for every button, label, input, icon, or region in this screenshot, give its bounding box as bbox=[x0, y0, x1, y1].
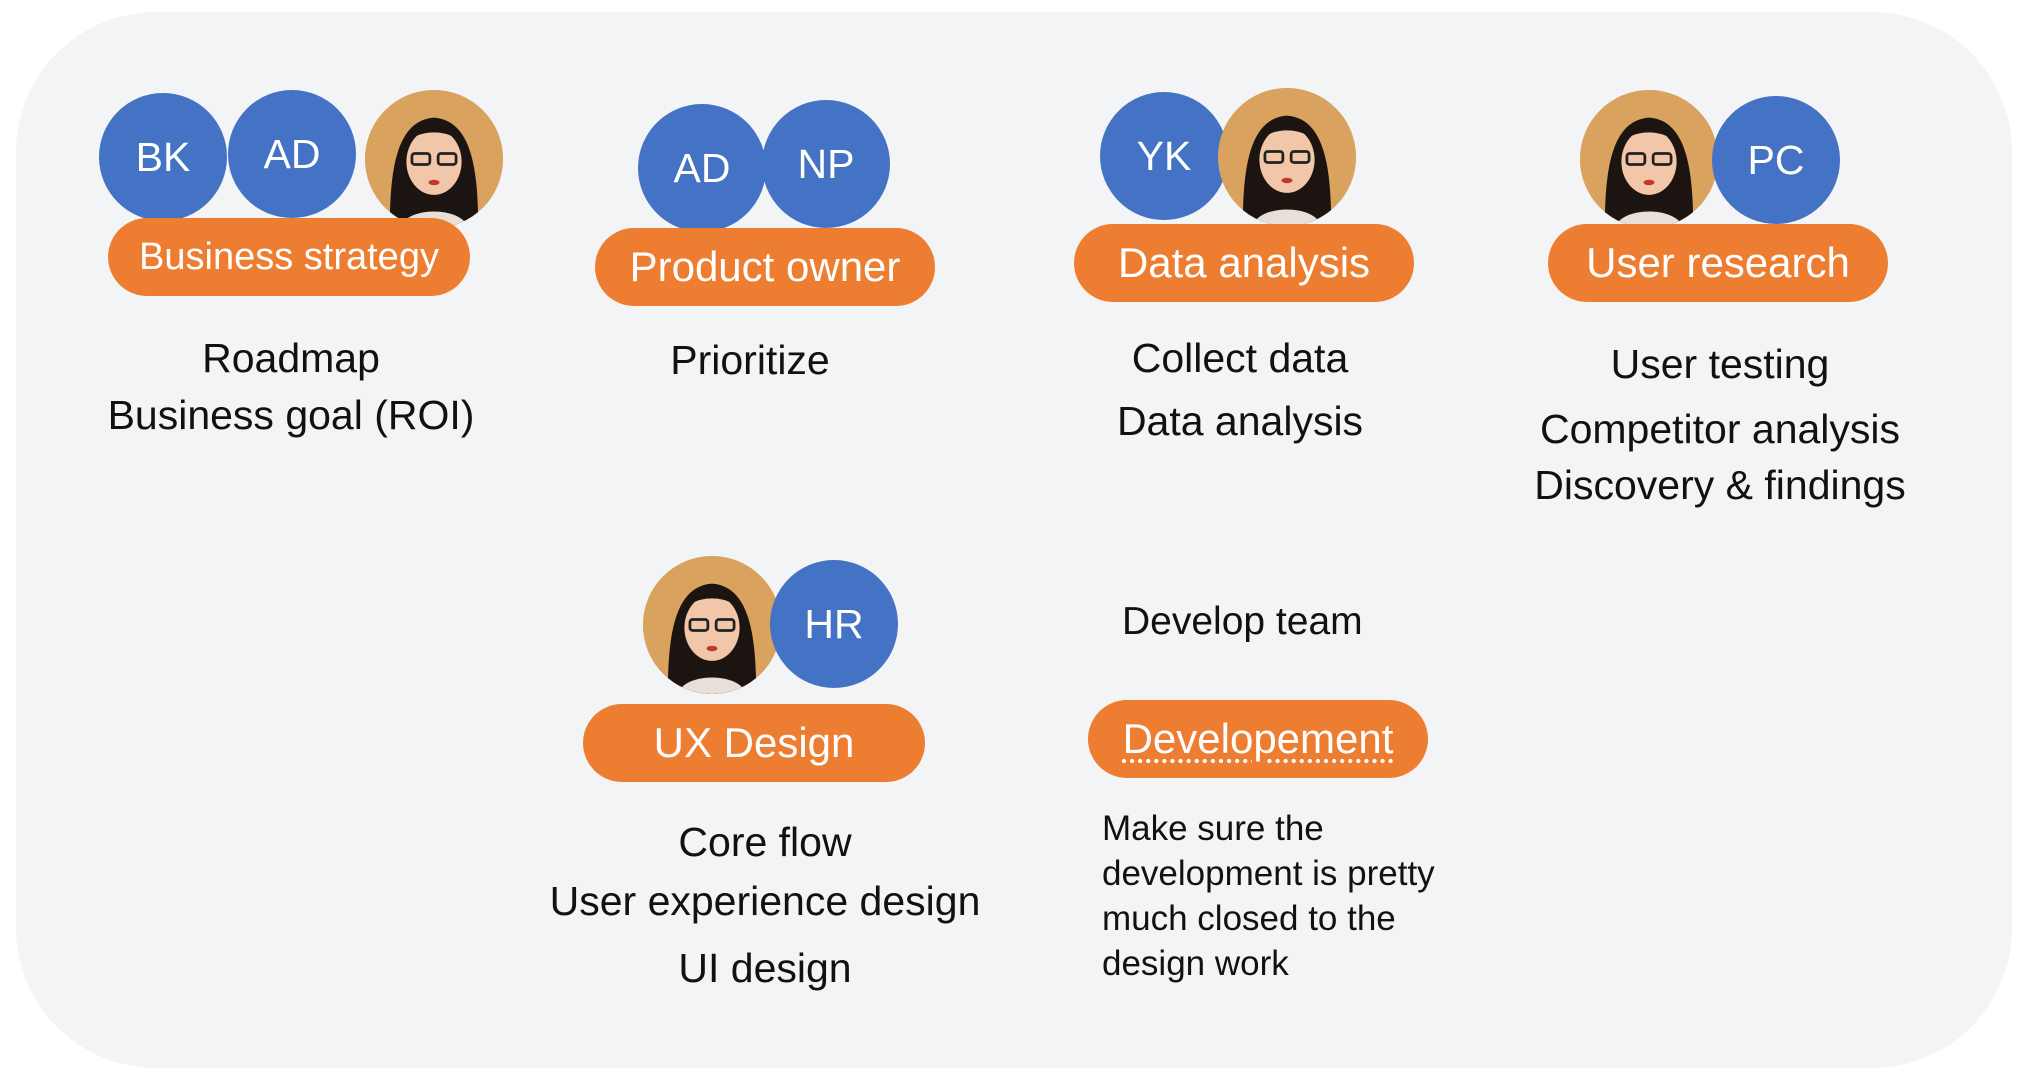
task-item: User testing bbox=[1610, 341, 1830, 387]
task-item: Discovery & findings bbox=[1534, 462, 1906, 508]
task-item: User experience design bbox=[549, 878, 981, 924]
task-item: Prioritize bbox=[670, 337, 830, 383]
avatar bbox=[643, 556, 781, 694]
role-note: Make sure the development is pretty much… bbox=[1102, 809, 1435, 983]
role-pill: Business strategy bbox=[108, 218, 470, 296]
task-item: Roadmap bbox=[202, 335, 380, 381]
avatar bbox=[1580, 90, 1718, 228]
task-item: Competitor analysis bbox=[1539, 406, 1901, 452]
avatar bbox=[1218, 88, 1356, 226]
task-item: UI design bbox=[678, 945, 852, 991]
role-pill: Data analysis bbox=[1074, 224, 1414, 302]
member-circle: HR bbox=[770, 560, 898, 688]
member-circle: AD bbox=[638, 104, 766, 232]
member-circle: NP bbox=[762, 100, 890, 228]
member-circle: PC bbox=[1712, 96, 1840, 224]
task-item: Data analysis bbox=[1116, 398, 1364, 444]
role-tasks: Core flow User experience design UI desi… bbox=[540, 822, 990, 989]
task-item: Core flow bbox=[678, 819, 852, 865]
role-pill: User research bbox=[1548, 224, 1888, 302]
member-circle: BK bbox=[99, 93, 227, 221]
role-pill-label: Developement bbox=[1122, 715, 1394, 762]
member-circle: AD bbox=[228, 90, 356, 218]
role-tasks: Prioritize bbox=[600, 340, 900, 381]
role-pill: Developement bbox=[1088, 700, 1428, 778]
role-tasks: Roadmap Business goal (ROI) bbox=[102, 338, 480, 436]
team-title: Develop team bbox=[1122, 600, 1363, 643]
avatar bbox=[365, 90, 503, 228]
task-item: Business goal (ROI) bbox=[107, 392, 475, 438]
task-item: Collect data bbox=[1131, 335, 1349, 381]
role-tasks: Collect data Data analysis bbox=[1080, 338, 1400, 442]
role-pill: UX Design bbox=[583, 704, 925, 782]
member-circle: YK bbox=[1100, 92, 1228, 220]
role-pill: Product owner bbox=[595, 228, 935, 306]
role-tasks: User testing Competitor analysis Discove… bbox=[1520, 344, 1920, 506]
